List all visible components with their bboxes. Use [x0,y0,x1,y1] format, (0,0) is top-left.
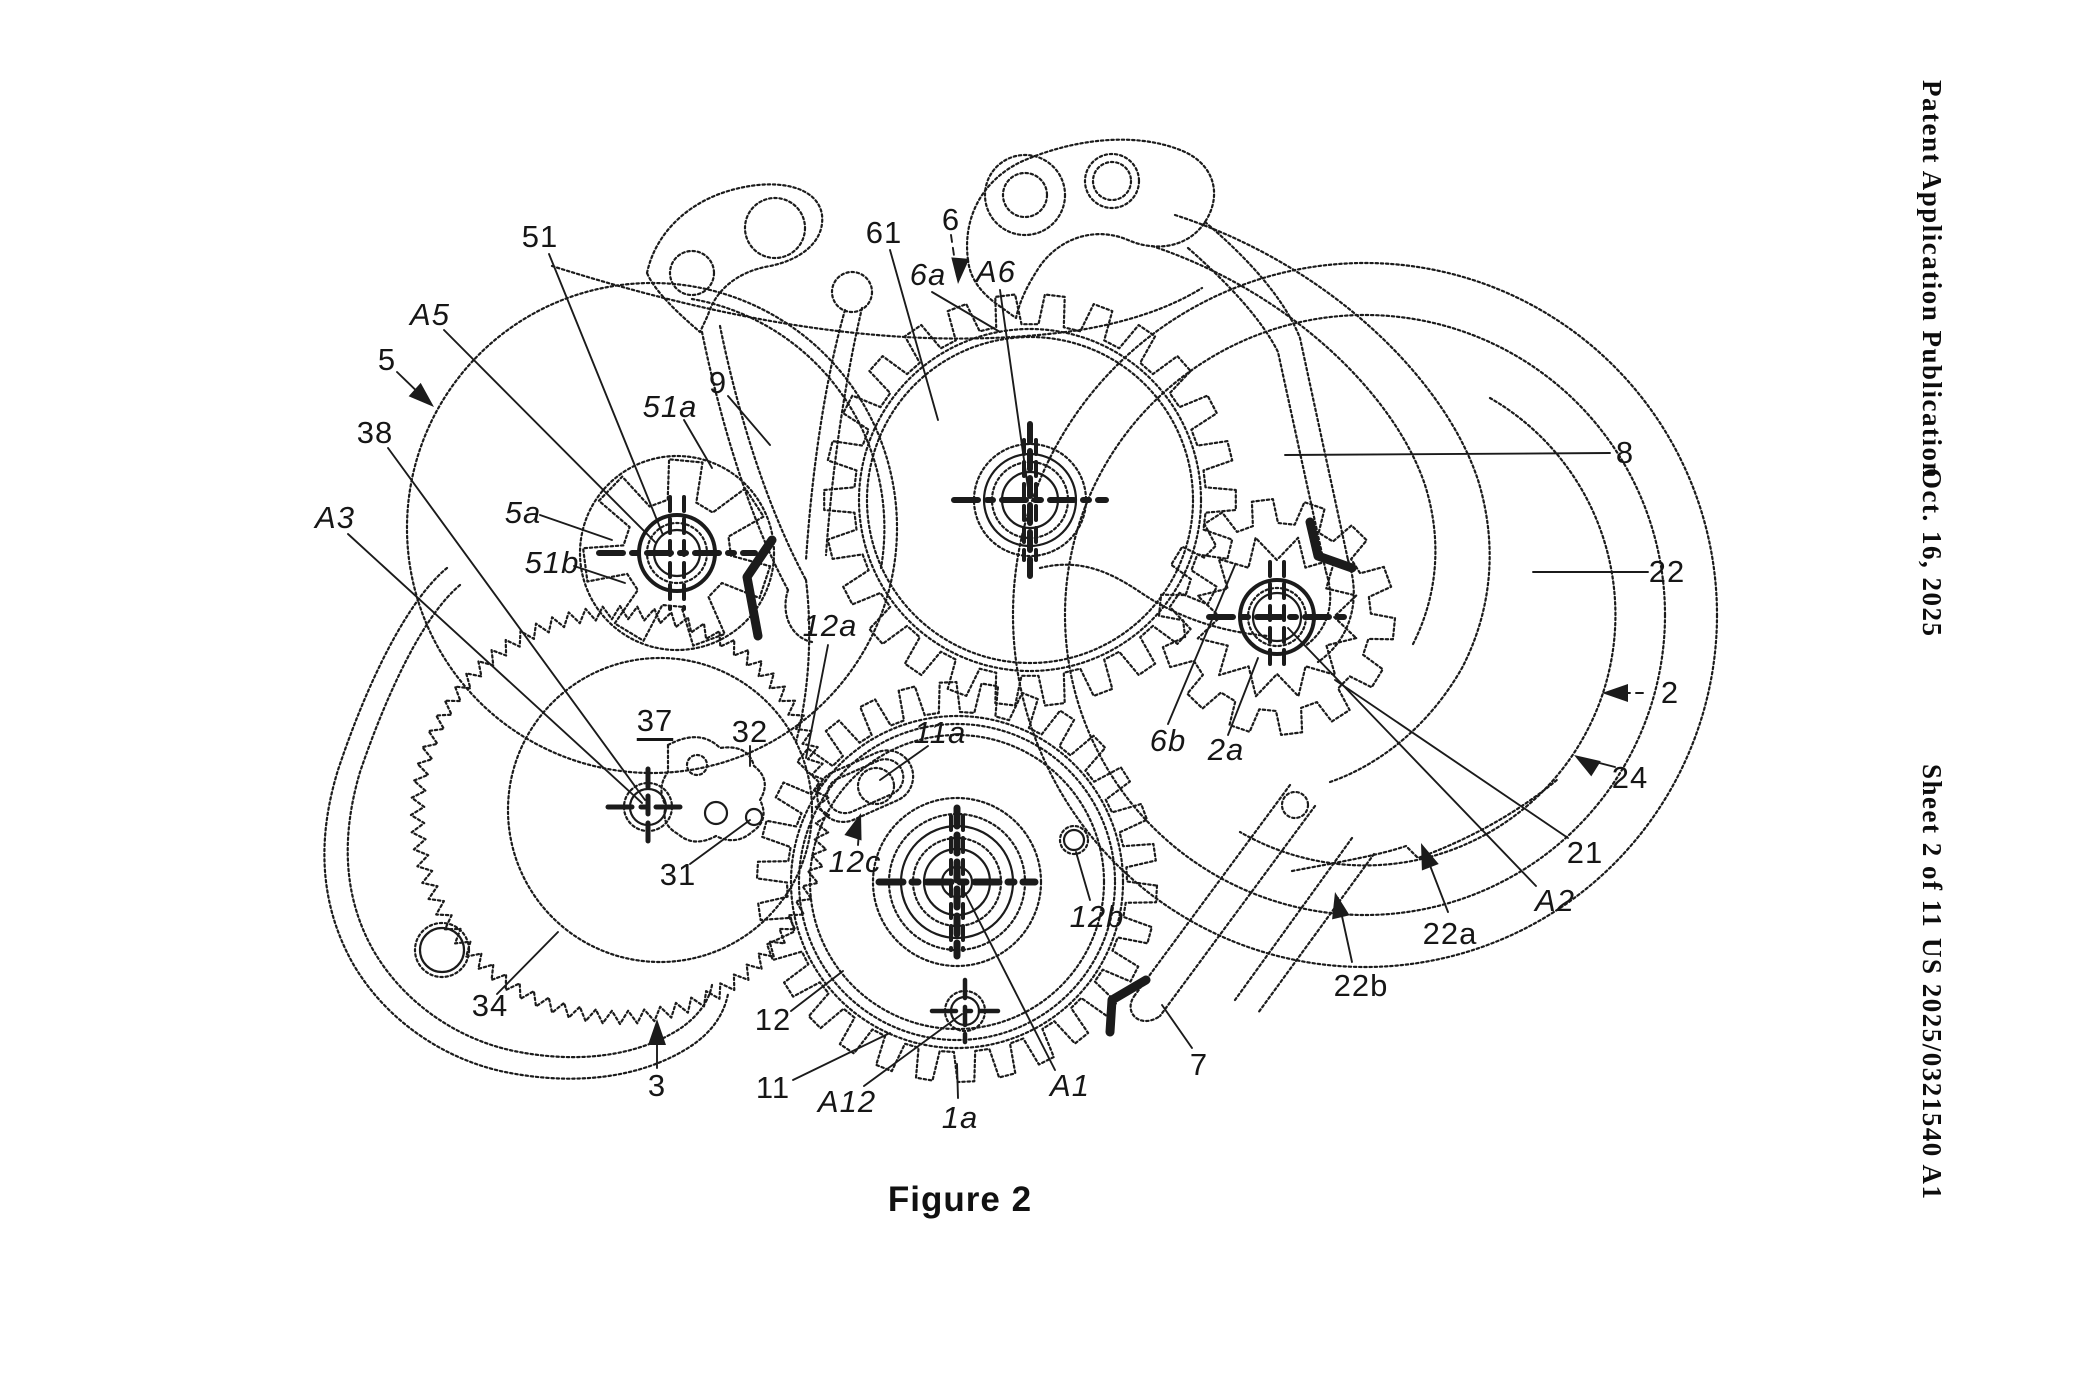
ref-label-3: 3 [648,1068,666,1104]
ref-label-61: 61 [866,215,902,251]
gears-and-wheels [407,154,1717,1082]
header-publication: Patent Application Publication [1916,80,1947,479]
figure-caption: Figure 2 [888,1180,1032,1220]
ref-label-6b: 6b [1150,723,1186,759]
leader-lines [348,235,1648,1098]
ref-label-24: 24 [1612,760,1648,796]
ref-label-32: 32 [732,714,768,750]
ref-label-A5: A5 [410,297,450,333]
ref-label-1a: 1a [942,1100,978,1136]
ref-label-A12: A12 [818,1084,876,1120]
ref-label-A6: A6 [976,254,1016,290]
ref-label-22: 22 [1649,554,1685,590]
header-sheet: Sheet 2 of 11 [1916,764,1947,928]
ref-label-38: 38 [357,415,393,451]
ref-label-12c: 12c [829,844,882,880]
ref-label-51: 51 [522,219,558,255]
ref-label-6: 6 [942,202,960,238]
ref-label-51b: 51b [525,545,580,581]
ref-label-9: 9 [709,365,727,401]
ref-label-12a: 12a [803,608,858,644]
ref-label-34: 34 [472,988,508,1024]
ref-label-11: 11 [756,1070,790,1106]
ref-label-A2: A2 [1535,883,1575,919]
ref-label-2a: 2a [1208,732,1244,768]
ref-label-12b: 12b [1070,899,1125,935]
ref-label-5a: 5a [505,495,541,531]
ref-label-7: 7 [1190,1047,1208,1083]
ref-label-2: 2 [1661,675,1679,711]
ref-label-31: 31 [660,857,696,893]
ref-label-22a: 22a [1423,916,1478,952]
ref-label-A1: A1 [1050,1068,1090,1104]
ref-label-6a: 6a [910,257,946,293]
header-number: US 2025/0321540 A1 [1916,938,1947,1201]
ref-label-51a: 51a [643,389,698,425]
ref-label-37: 37 [637,703,673,739]
header-date: Oct. 16, 2025 [1916,468,1947,637]
ref-label-A3: A3 [315,500,355,536]
ref-label-11a: 11a [914,715,966,751]
ref-label-12: 12 [755,1002,791,1038]
ref-label-22b: 22b [1334,968,1389,1004]
ref-label-5: 5 [378,342,396,378]
ref-label-8: 8 [1616,435,1634,471]
ref-label-21: 21 [1567,835,1603,871]
